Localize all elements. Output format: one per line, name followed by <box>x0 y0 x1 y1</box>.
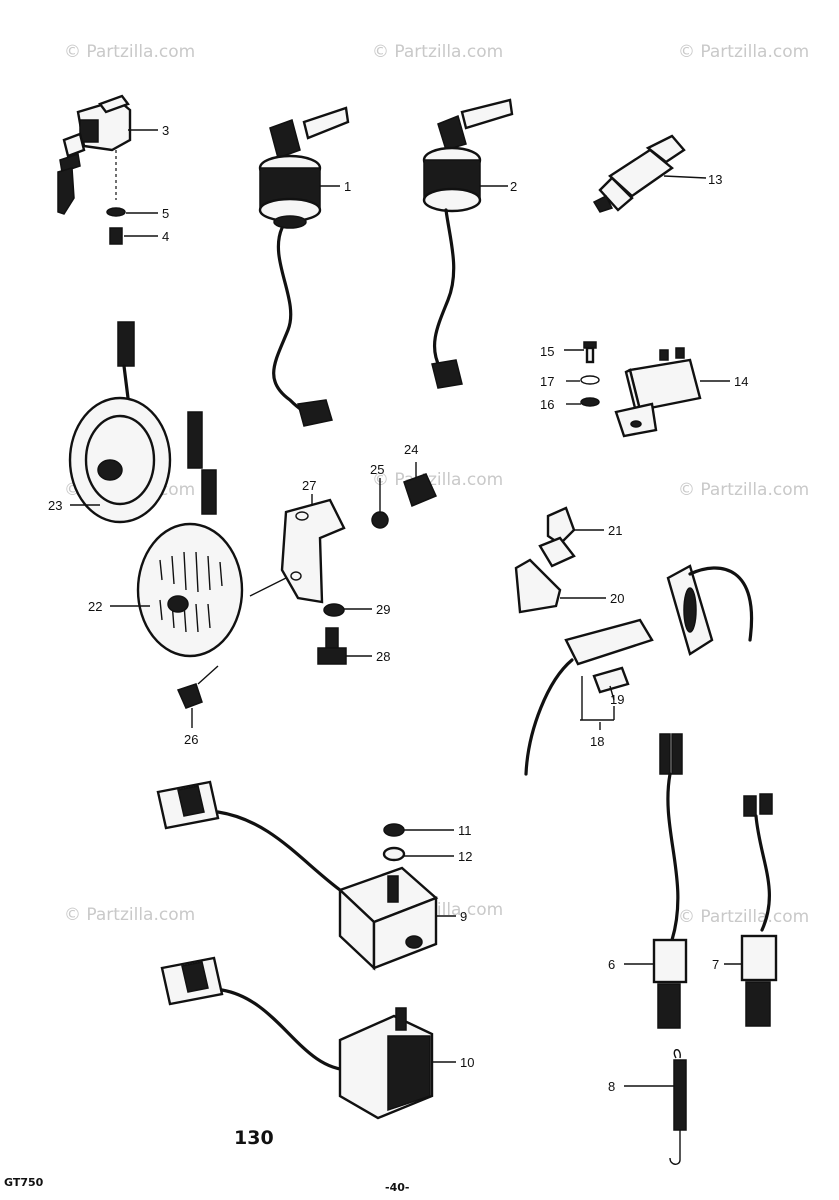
brake-switch-6 <box>652 733 688 1029</box>
brake-switch-7 <box>740 793 778 1027</box>
callout-20: 20 <box>610 591 624 606</box>
watermark: © Partzilla.com <box>372 470 503 490</box>
callout-21: 21 <box>608 523 622 538</box>
callout-26: 26 <box>184 732 198 747</box>
callout-25: 25 <box>370 462 384 477</box>
ignition-switch-1 <box>258 106 350 427</box>
watermark: © Partzilla.com <box>678 42 809 62</box>
callout-12: 12 <box>458 849 472 864</box>
callout-1: 1 <box>344 179 351 194</box>
connector-block-10 <box>160 956 434 1120</box>
callout-labels: 3 5 4 1 2 13 15 17 16 14 24 25 27 23 21 … <box>48 123 748 1094</box>
callout-9: 9 <box>460 909 467 924</box>
watermark: © Partzilla.com <box>372 42 503 62</box>
watermark: © Partzilla.com <box>64 905 195 925</box>
callout-15: 15 <box>540 344 554 359</box>
page-number: -40- <box>385 1181 409 1194</box>
horn-grille <box>159 551 223 633</box>
figure-id: 130 <box>234 1127 274 1149</box>
leader-lines <box>70 129 742 1087</box>
sensor-13 <box>592 134 686 213</box>
callout-7: 7 <box>712 957 719 972</box>
connector-block-9 <box>156 780 439 971</box>
callout-17: 17 <box>540 374 554 389</box>
watermark: © Partzilla.com <box>64 42 195 62</box>
model-code: GT750 <box>4 1176 44 1189</box>
callout-28: 28 <box>376 649 390 664</box>
callout-8: 8 <box>608 1079 615 1094</box>
callout-10: 10 <box>460 1055 474 1070</box>
callout-16: 16 <box>540 397 554 412</box>
callout-14: 14 <box>734 374 748 389</box>
callout-23: 23 <box>48 498 62 513</box>
callout-18: 18 <box>590 734 604 749</box>
callout-4: 4 <box>162 229 169 244</box>
switch-assembly-2 <box>422 98 514 389</box>
horn-bracket <box>280 473 438 665</box>
callout-3: 3 <box>162 123 169 138</box>
spring-8 <box>669 1049 687 1165</box>
callout-27: 27 <box>302 478 316 493</box>
callout-19: 19 <box>610 692 624 707</box>
fuse-box-assembly <box>514 506 754 776</box>
callout-24: 24 <box>404 442 418 457</box>
callout-13: 13 <box>708 172 722 187</box>
watermark: © Partzilla.com <box>678 480 809 500</box>
callout-5: 5 <box>162 206 169 221</box>
callout-6: 6 <box>608 957 615 972</box>
watermark: © Partzilla.com <box>678 907 809 927</box>
callout-11: 11 <box>458 823 472 838</box>
horn-assembly <box>68 321 291 709</box>
callout-22: 22 <box>88 599 102 614</box>
relay-assembly <box>580 341 702 438</box>
callout-2: 2 <box>510 179 517 194</box>
steering-lock-assembly <box>57 94 132 245</box>
callout-29: 29 <box>376 602 390 617</box>
